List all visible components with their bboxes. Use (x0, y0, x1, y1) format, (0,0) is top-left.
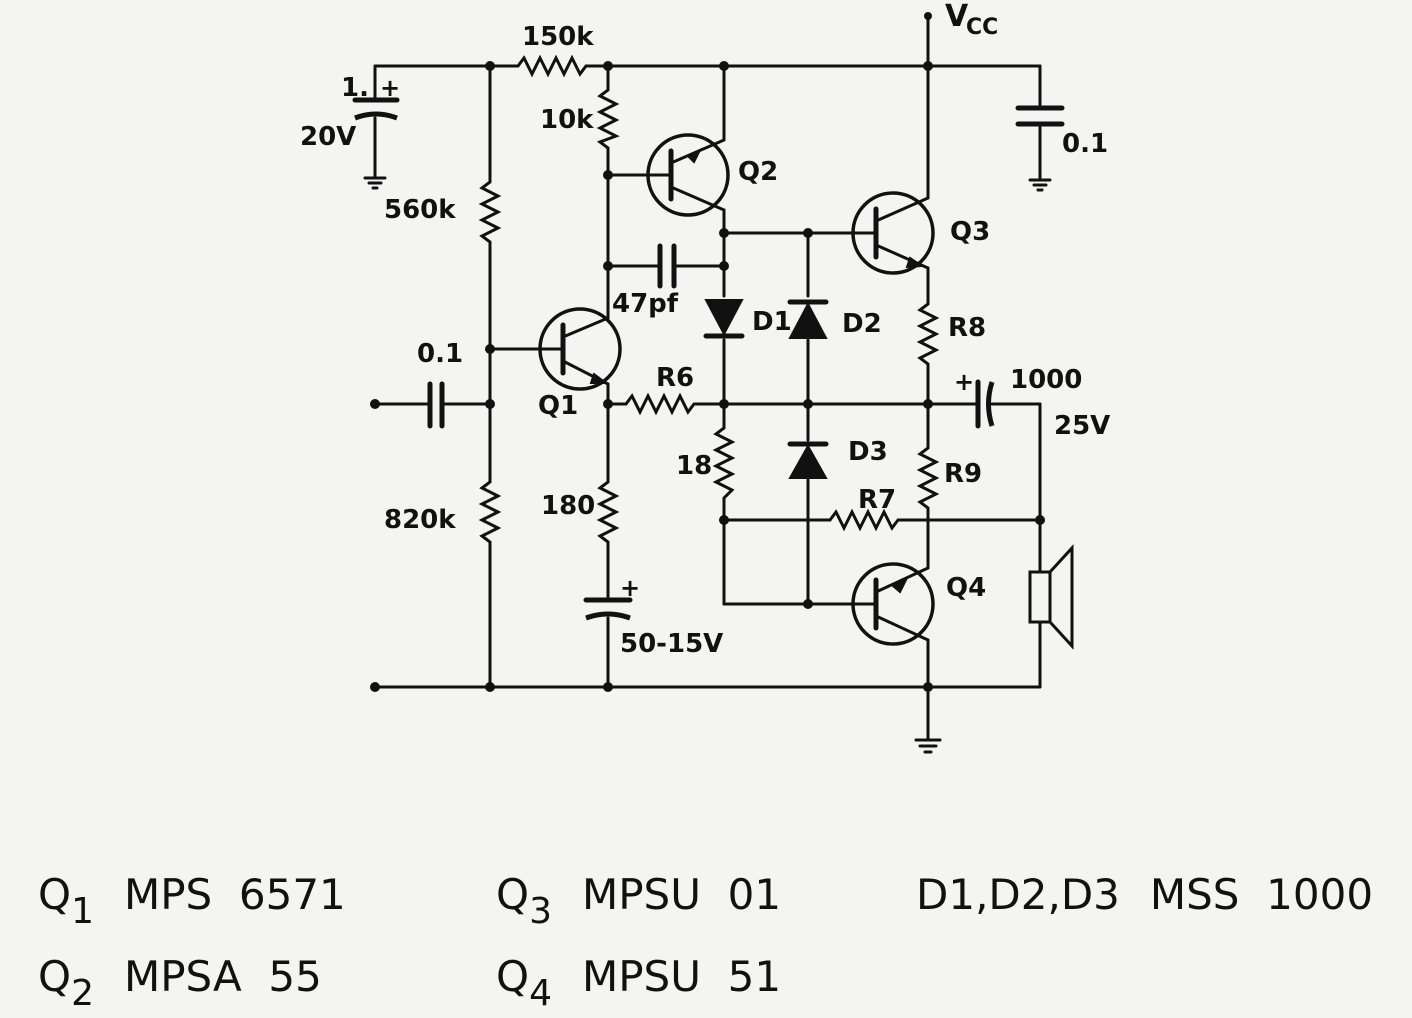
resistor-180-label: 180 (541, 491, 595, 521)
d1-label: D1 (752, 307, 792, 337)
resistor-r8: R8 (916, 294, 986, 372)
cap-1uf-voltage: 20V (300, 122, 356, 152)
resistor-560k-label: 560k (384, 195, 456, 225)
d2-label: D2 (842, 309, 882, 339)
resistor-560k: 560k (384, 173, 502, 250)
cap-input-value: 0.1 (417, 339, 463, 369)
resistor-r8-label: R8 (948, 313, 986, 343)
resistor-18-label: 18 (676, 451, 712, 481)
cap-1000uf-value: 1000 (1010, 365, 1082, 395)
diode-d2: D2 (787, 299, 882, 339)
resistor-r7-label: R7 (858, 485, 896, 515)
transistor-q1: Q1 (538, 307, 622, 421)
capacitor-0.1-input: 0.1 (417, 339, 463, 429)
resistor-10k: 10k (540, 80, 620, 150)
resistor-r6: R6 (624, 363, 930, 416)
resistor-r7: R7 (828, 485, 1042, 532)
q3-label: Q3 (950, 217, 990, 247)
resistor-150k-label: 150k (522, 22, 594, 52)
resistor-18: 18 (676, 418, 736, 508)
capacitor-1000uf: + 1000 25V (954, 365, 1110, 441)
resistor-r9: R9 (916, 438, 982, 562)
capacitor-1uf-20v: 1. + 20V (300, 73, 400, 152)
vcc-subscript: CC (966, 15, 998, 40)
transistor-q4: Q4 (851, 562, 986, 646)
diode-d3: D3 (787, 437, 888, 479)
resistor-820k: 820k (384, 473, 502, 547)
q2-label: Q2 (738, 157, 778, 187)
resistor-r9-label: R9 (944, 459, 982, 489)
cap-1000uf-plus: + (954, 368, 974, 396)
cap-47pf-label: 47pf (612, 289, 679, 319)
capacitor-50uf: + 50-15V (583, 574, 723, 659)
ground-symbol-top-left (363, 176, 387, 190)
input-terminal (370, 399, 492, 409)
speaker (1028, 544, 1074, 650)
cap-50uf-plus: + (620, 574, 640, 602)
cap-1000uf-voltage: 25V (1054, 411, 1110, 441)
resistor-r6-label: R6 (656, 363, 694, 393)
resistor-150k: 150k (516, 22, 595, 78)
transistor-q3: Q3 (851, 191, 990, 275)
diode-d1: D1 (703, 299, 792, 339)
d3-label: D3 (848, 437, 888, 467)
junction-dots (485, 61, 1045, 692)
resistor-180: 180 (541, 473, 620, 547)
q4-label: Q4 (946, 573, 986, 603)
capacitor-0.1-supply: 0.1 (1015, 105, 1108, 159)
cap-50uf-label: 50-15V (620, 629, 723, 659)
vcc-label: V (945, 0, 969, 34)
cap-1uf-value: 1. (341, 73, 369, 103)
cap-supply-value: 0.1 (1062, 129, 1108, 159)
capacitor-47pf: 47pf (612, 243, 679, 319)
q1-label: Q1 (538, 391, 578, 421)
cap-1uf-plus: + (380, 74, 400, 102)
resistor-820k-label: 820k (384, 505, 456, 535)
ground-symbol-bottom (914, 738, 942, 754)
resistor-10k-label: 10k (540, 105, 594, 135)
ground-symbol-top-right (1028, 178, 1052, 192)
bias-divider-wires (488, 64, 542, 689)
vcc-terminal: V CC (924, 0, 998, 40)
top-rail-wires (373, 14, 1042, 180)
transistor-q2: Q2 (646, 133, 778, 217)
